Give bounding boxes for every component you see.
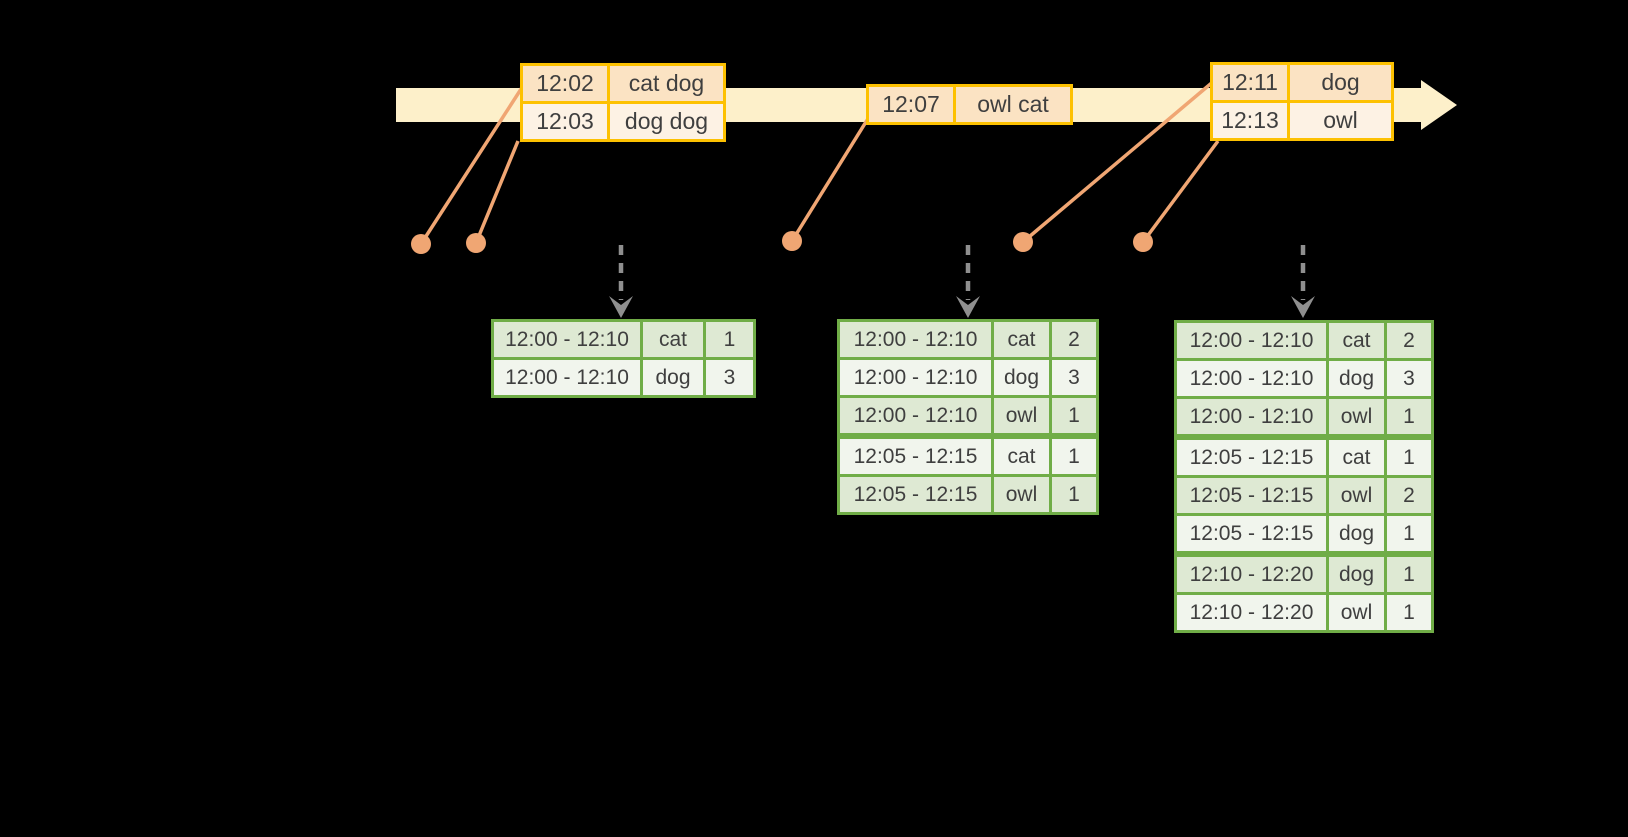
event-words-cell: dog dog — [610, 104, 723, 139]
result-row: 12:00 - 12:10 owl 1 — [1177, 399, 1431, 434]
result-row: 12:00 - 12:10 cat 2 — [840, 322, 1096, 357]
window-cell: 12:05 - 12:15 — [840, 439, 991, 474]
event-words-cell: owl cat — [956, 87, 1070, 122]
event-time-cell: 12:02 — [523, 66, 607, 101]
event-words-cell: dog — [1290, 65, 1391, 100]
window-cell: 12:00 - 12:10 — [494, 360, 640, 395]
word-cell: cat — [994, 439, 1049, 474]
result-table-2: 12:00 - 12:10 cat 2 12:00 - 12:10 dog 3 … — [837, 319, 1099, 515]
count-cell: 1 — [1387, 557, 1431, 592]
word-cell: owl — [1329, 595, 1384, 630]
count-cell: 1 — [1387, 440, 1431, 475]
word-cell: dog — [1329, 516, 1384, 551]
window-cell: 12:05 - 12:15 — [1177, 440, 1326, 475]
count-cell: 2 — [1387, 478, 1431, 513]
result-table-3: 12:00 - 12:10 cat 2 12:00 - 12:10 dog 3 … — [1174, 320, 1434, 633]
connector-line — [419, 85, 525, 245]
word-cell: owl — [1329, 478, 1384, 513]
window-cell: 12:00 - 12:10 — [1177, 399, 1326, 434]
count-cell: 3 — [706, 360, 753, 395]
window-cell: 12:00 - 12:10 — [840, 322, 991, 357]
event-row: 12:02 cat dog — [523, 66, 723, 101]
window-cell: 12:05 - 12:15 — [1177, 516, 1326, 551]
window-cell: 12:05 - 12:15 — [1177, 478, 1326, 513]
count-cell: 1 — [1387, 399, 1431, 434]
result-row: 12:00 - 12:10 cat 1 — [494, 322, 753, 357]
window-cell: 12:05 - 12:15 — [840, 477, 991, 512]
trigger-arrowhead-icon — [956, 296, 980, 318]
word-cell: cat — [1329, 440, 1384, 475]
window-cell: 12:10 - 12:20 — [1177, 557, 1326, 592]
result-row: 12:05 - 12:15 cat 1 — [1177, 440, 1431, 475]
count-cell: 1 — [706, 322, 753, 357]
event-table-2: 12:07 owl cat — [866, 84, 1073, 125]
event-row: 12:11 dog — [1213, 65, 1391, 100]
result-row: 12:05 - 12:15 owl 2 — [1177, 478, 1431, 513]
result-row: 12:05 - 12:15 owl 1 — [840, 477, 1096, 512]
word-cell: dog — [1329, 557, 1384, 592]
count-cell: 1 — [1387, 516, 1431, 551]
event-dot — [1133, 232, 1153, 252]
window-cell: 12:00 - 12:10 — [1177, 361, 1326, 396]
result-row: 12:00 - 12:10 dog 3 — [1177, 361, 1431, 396]
event-dots — [411, 231, 1153, 254]
event-words-cell: owl — [1290, 103, 1391, 138]
count-cell: 3 — [1052, 360, 1096, 395]
window-cell: 12:00 - 12:10 — [840, 398, 991, 433]
count-cell: 3 — [1387, 361, 1431, 396]
word-cell: owl — [994, 398, 1049, 433]
result-row: 12:05 - 12:15 cat 1 — [840, 439, 1096, 474]
word-cell: cat — [1329, 323, 1384, 358]
event-row: 12:07 owl cat — [869, 87, 1070, 122]
word-cell: cat — [643, 322, 703, 357]
word-cell: dog — [1329, 361, 1384, 396]
result-row: 12:00 - 12:10 dog 3 — [494, 360, 753, 395]
count-cell: 2 — [1052, 322, 1096, 357]
event-time-cell: 12:03 — [523, 104, 607, 139]
trigger-arrow-stems — [618, 245, 1306, 300]
result-row: 12:10 - 12:20 owl 1 — [1177, 595, 1431, 630]
event-dot — [466, 233, 486, 253]
result-row: 12:05 - 12:15 dog 1 — [1177, 516, 1431, 551]
result-row: 12:00 - 12:10 owl 1 — [840, 398, 1096, 433]
count-cell: 1 — [1387, 595, 1431, 630]
count-cell: 1 — [1052, 439, 1096, 474]
count-cell: 1 — [1052, 398, 1096, 433]
event-time-cell: 12:13 — [1213, 103, 1287, 138]
window-cell: 12:00 - 12:10 — [840, 360, 991, 395]
connector-line — [790, 116, 871, 242]
word-cell: cat — [994, 322, 1049, 357]
event-time-cell: 12:07 — [869, 87, 953, 122]
event-row: 12:03 dog dog — [523, 104, 723, 139]
event-dot — [782, 231, 802, 251]
trigger-arrowhead-icon — [609, 296, 633, 318]
count-cell: 2 — [1387, 323, 1431, 358]
trigger-arrowhead-icon — [1291, 296, 1315, 318]
event-row: 12:13 owl — [1213, 103, 1391, 138]
connector-line — [474, 140, 520, 244]
connector-line — [1141, 139, 1220, 244]
connector-line — [1021, 79, 1216, 244]
trigger-arrowheads — [609, 296, 1315, 318]
result-row: 12:00 - 12:10 dog 3 — [840, 360, 1096, 395]
event-connector-lines — [419, 79, 1220, 245]
event-dot — [411, 234, 431, 254]
window-cell: 12:00 - 12:10 — [1177, 323, 1326, 358]
word-cell: dog — [643, 360, 703, 395]
event-table-1: 12:02 cat dog 12:03 dog dog — [520, 63, 726, 142]
event-table-3: 12:11 dog 12:13 owl — [1210, 62, 1394, 141]
result-row: 12:10 - 12:20 dog 1 — [1177, 557, 1431, 592]
word-cell: dog — [994, 360, 1049, 395]
count-cell: 1 — [1052, 477, 1096, 512]
result-row: 12:00 - 12:10 cat 2 — [1177, 323, 1431, 358]
event-time-cell: 12:11 — [1213, 65, 1287, 100]
result-table-1: 12:00 - 12:10 cat 1 12:00 - 12:10 dog 3 — [491, 319, 756, 398]
window-cell: 12:00 - 12:10 — [494, 322, 640, 357]
word-cell: owl — [994, 477, 1049, 512]
event-dot — [1013, 232, 1033, 252]
event-words-cell: cat dog — [610, 66, 723, 101]
window-cell: 12:10 - 12:20 — [1177, 595, 1326, 630]
word-cell: owl — [1329, 399, 1384, 434]
